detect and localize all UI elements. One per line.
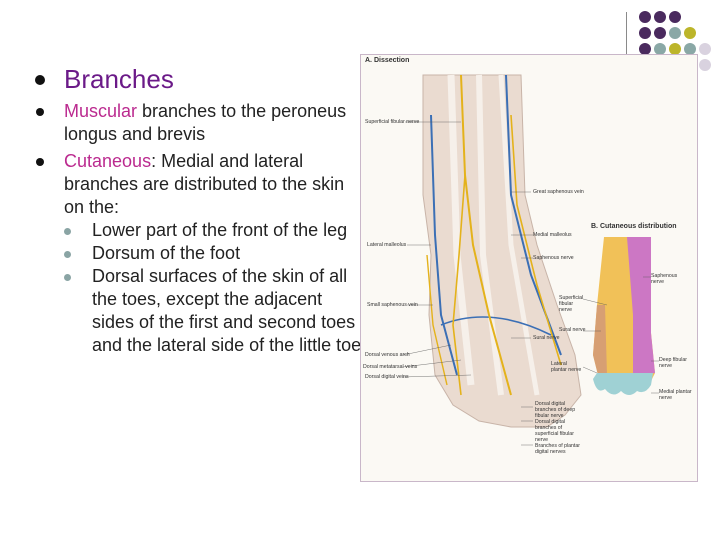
figure-label: Superficial fibular nerve <box>559 295 584 313</box>
anatomy-figure: A. Dissection B. Cutaneous distribution … <box>360 54 698 482</box>
figure-label: Saphenous nerve <box>651 273 678 285</box>
bullet-marker <box>36 158 44 166</box>
sub-bullet-text: Lower part of the front of the leg <box>92 220 348 240</box>
decor-line <box>626 12 627 64</box>
figure-label: Lateral plantar nerve <box>551 361 582 373</box>
figure-label: Medial malleolus <box>533 232 572 238</box>
slide-title: Branches <box>64 64 174 94</box>
figure-label: Branches of plantar digital nerves <box>535 443 580 455</box>
bullet-list: Branches Muscular branches to the perone… <box>34 62 364 357</box>
figure-label: Deep fibular nerve <box>659 357 687 369</box>
sub-bullet-marker <box>64 274 71 281</box>
bullet-marker <box>36 108 44 116</box>
bullet-marker <box>35 75 45 85</box>
sub-bullet: Dorsum of the foot <box>64 242 364 265</box>
cutaneous-term: Cutaneous <box>64 151 152 171</box>
sub-bullet-text: Dorsum of the foot <box>92 243 241 263</box>
figure-label: Sural nerve <box>559 327 586 333</box>
bullet-muscular: Muscular branches to the peroneus longus… <box>34 100 364 146</box>
figure-label: Medial plantar nerve <box>659 389 692 401</box>
figure-label: Sural nerve <box>533 335 560 341</box>
figure-title-a: A. Dissection <box>365 57 410 64</box>
figure-label: Dorsal venous arch <box>365 352 410 358</box>
figure-label: Dorsal metatarsal veins <box>363 364 418 370</box>
figure-label: Dorsal digital veins <box>365 374 409 380</box>
foot-illustration <box>402 74 659 446</box>
figure-label: Dorsal digital branches of superficial f… <box>535 419 574 443</box>
figure-label: Saphenous nerve <box>533 255 574 261</box>
figure-label: Great saphenous vein <box>533 189 584 195</box>
bullet-title: Branches <box>34 62 364 96</box>
sub-bullet: Lower part of the front of the leg <box>64 219 364 242</box>
figure-label: Superficial fibular nerve <box>365 119 420 125</box>
bullet-cutaneous: Cutaneous: Medial and lateral branches a… <box>34 150 364 357</box>
figure-title-b: B. Cutaneous distribution <box>591 223 677 230</box>
figure-label: Lateral malleolus <box>367 242 407 248</box>
figure-label: Dorsal digital branches of deep fibular … <box>535 401 576 419</box>
cutaneous-text: : Medial and lateral branches are distri… <box>64 151 345 217</box>
sub-bullet-text: Dorsal surfaces of the skin of all the t… <box>92 266 362 355</box>
muscular-text: branches to the peroneus longus and brev… <box>64 101 347 144</box>
sub-bullet-marker <box>64 251 71 258</box>
sub-bullet-marker <box>64 228 71 235</box>
sub-bullet: Dorsal surfaces of the skin of all the t… <box>64 265 364 357</box>
muscular-term: Muscular <box>64 101 138 121</box>
figure-label: Small saphenous vein <box>367 302 418 308</box>
